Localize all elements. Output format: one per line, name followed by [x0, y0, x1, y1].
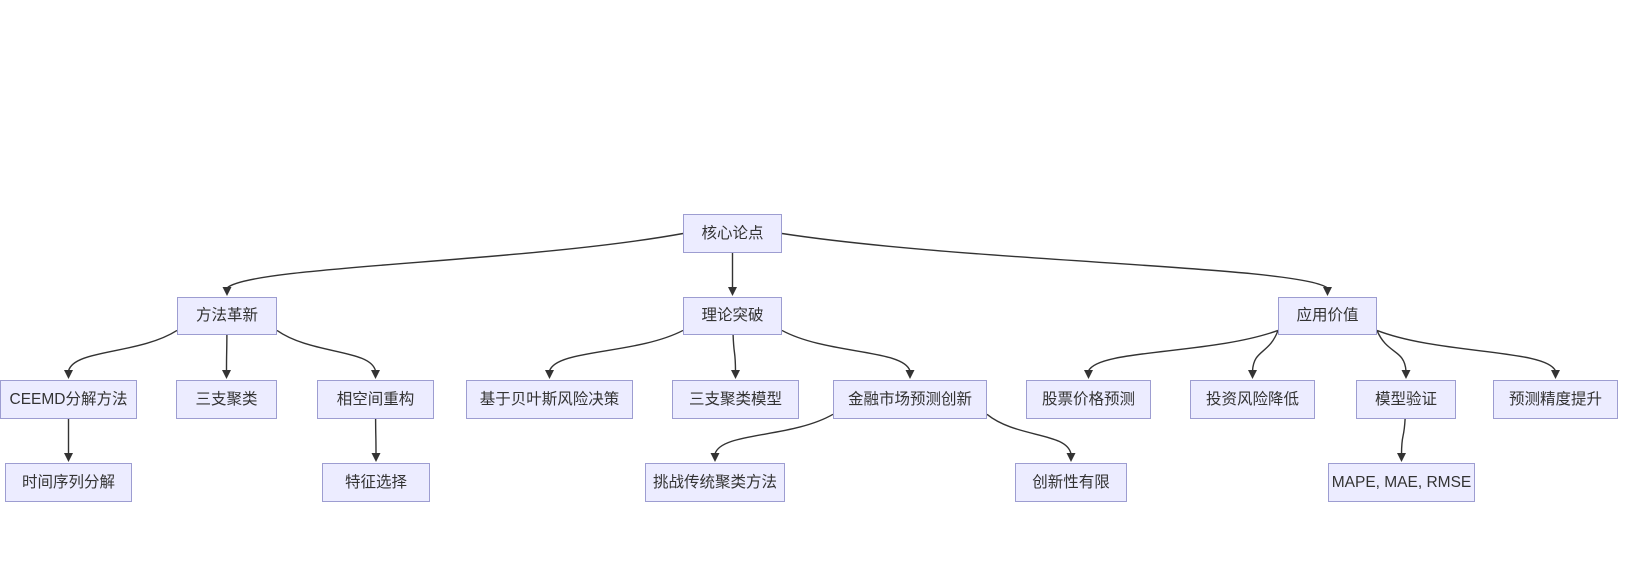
node-feature: 特征选择: [322, 463, 430, 502]
arrowhead-icon: [64, 370, 73, 379]
edge-application-invest: [1251, 330, 1279, 372]
edge-core-method: [226, 232, 684, 289]
arrowhead-icon: [64, 453, 73, 462]
edge-application-stock: [1087, 329, 1279, 372]
node-bayes: 基于贝叶斯风险决策: [466, 380, 633, 419]
arrowhead-icon: [1084, 370, 1093, 379]
edge-theory-three_model: [732, 334, 737, 372]
arrowhead-icon: [1248, 370, 1257, 379]
node-core: 核心论点: [683, 214, 782, 253]
node-finance: 金融市场预测创新: [833, 380, 987, 419]
edge-core-application: [781, 232, 1328, 289]
edge-validation-mape: [1400, 418, 1406, 455]
edge-finance-limited: [986, 413, 1072, 455]
node-time_series: 时间序列分解: [5, 463, 132, 502]
node-phase: 相空间重构: [317, 380, 434, 419]
arrowhead-icon: [371, 370, 380, 379]
node-stock: 股票价格预测: [1026, 380, 1151, 419]
node-validation: 模型验证: [1356, 380, 1456, 419]
node-limited: 创新性有限: [1015, 463, 1127, 502]
node-invest: 投资风险降低: [1190, 380, 1315, 419]
edge-finance-challenge: [714, 413, 834, 455]
arrowhead-icon: [731, 370, 740, 379]
edge-method-ceemd: [67, 329, 178, 372]
arrowhead-icon: [222, 287, 232, 296]
node-three_model: 三支聚类模型: [672, 380, 799, 419]
arrowhead-icon: [1551, 370, 1560, 379]
arrowhead-icon: [222, 370, 231, 379]
node-method: 方法革新: [177, 297, 277, 335]
node-precision: 预测精度提升: [1493, 380, 1618, 419]
node-theory: 理论突破: [683, 297, 782, 335]
arrowhead-icon: [710, 453, 720, 462]
node-three_cluster: 三支聚类: [176, 380, 277, 419]
node-challenge: 挑战传统聚类方法: [645, 463, 785, 502]
edge-theory-bayes: [548, 329, 684, 372]
node-mape: MAPE, MAE, RMSE: [1328, 463, 1475, 502]
edge-method-phase: [276, 329, 377, 372]
arrowhead-icon: [1397, 453, 1406, 462]
arrowhead-icon: [728, 287, 737, 296]
edge-theory-finance: [781, 329, 911, 372]
arrowhead-icon: [1323, 287, 1332, 296]
edge-application-precision: [1376, 329, 1557, 372]
arrowhead-icon: [371, 453, 381, 462]
node-ceemd: CEEMD分解方法: [0, 380, 137, 419]
arrowhead-icon: [545, 370, 554, 379]
arrowhead-icon: [1066, 453, 1076, 462]
arrowhead-icon: [905, 370, 915, 379]
arrowhead-icon: [1401, 370, 1411, 379]
edge-application-validation: [1376, 330, 1407, 372]
node-application: 应用价值: [1278, 297, 1377, 335]
